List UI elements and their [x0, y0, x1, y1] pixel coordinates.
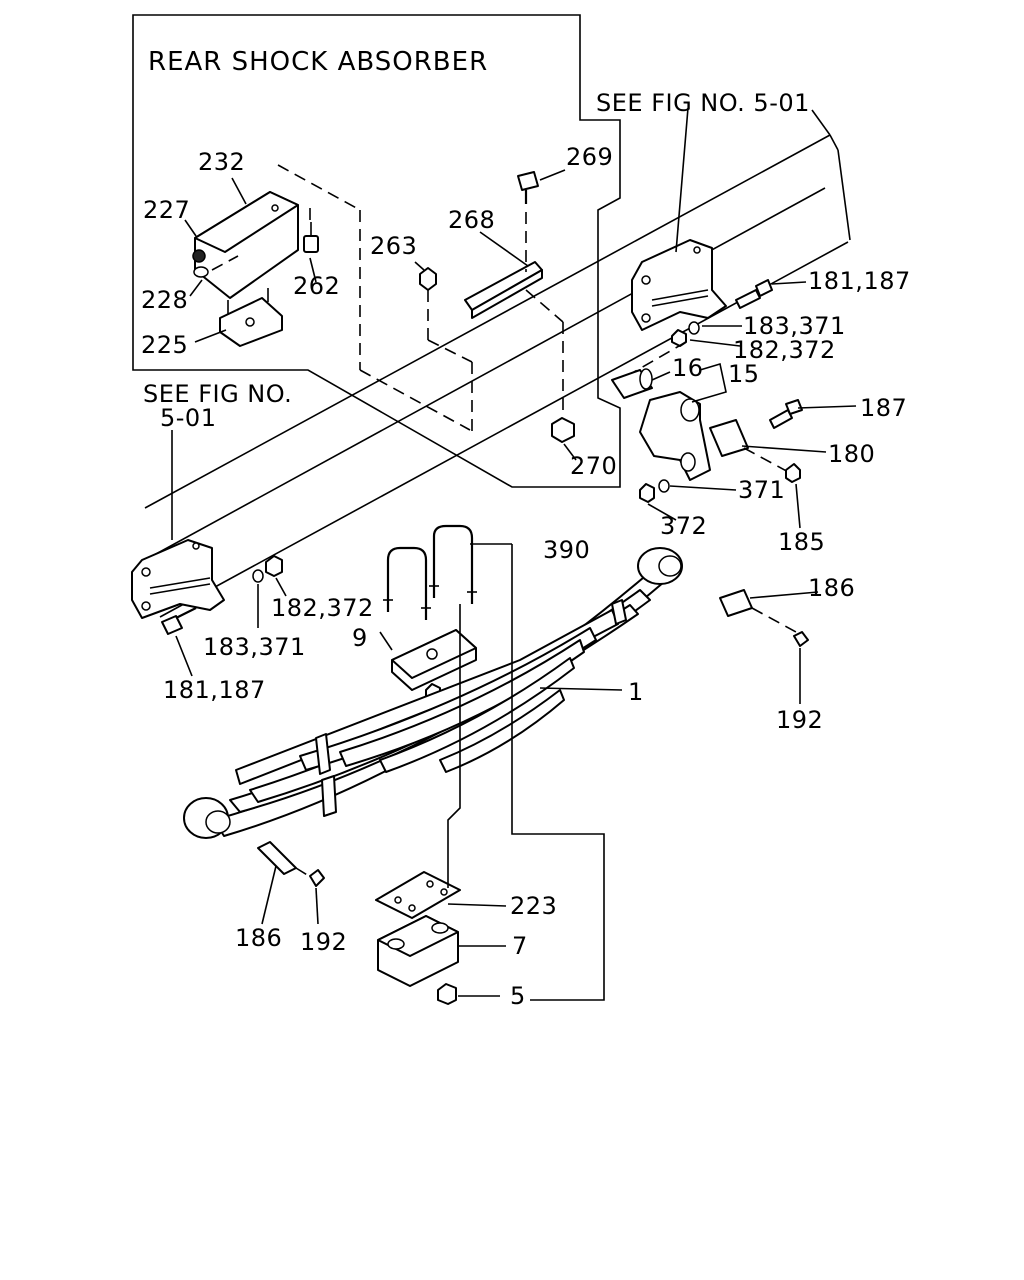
callout-180: 180: [828, 440, 875, 468]
nut-185: [785, 463, 801, 483]
leader-lines: [171, 107, 857, 1001]
left-spring-hanger: [131, 539, 225, 619]
nut-270: [551, 417, 575, 443]
callout-9: 9: [352, 624, 368, 652]
bolt-181-187-right: [735, 279, 773, 309]
callout-232: 232: [198, 148, 245, 176]
frame-rail: [144, 109, 851, 618]
callout-390: 390: [543, 536, 590, 564]
bolt-192-right: [793, 631, 809, 647]
nut-372: [639, 483, 655, 503]
callout-5: 5: [510, 982, 526, 1010]
callout-16: 16: [672, 354, 704, 382]
washer-183-371-left: [252, 569, 264, 583]
pin-180: [709, 419, 749, 457]
callout-270: 270: [570, 452, 617, 480]
callout-183-371-left: 183,371: [203, 633, 306, 661]
nut-5: [437, 983, 457, 1005]
washer-371: [658, 479, 670, 493]
pin-186-left: [257, 841, 297, 875]
leaf-spring-1: [183, 547, 683, 839]
pin-186-right: [719, 589, 753, 617]
see-fig-right: SEE FIG NO. 5-01: [596, 89, 810, 117]
callout-223: 223: [510, 892, 557, 920]
bushing-16: [611, 368, 653, 399]
bolt-181-187-left: [161, 607, 197, 635]
callout-269: 269: [566, 143, 613, 171]
callout-181-187-left: 181,187: [163, 676, 266, 704]
callout-372: 372: [660, 512, 707, 540]
callout-182-372-right: 182,372: [733, 336, 836, 364]
washer-183-371-right: [688, 321, 700, 335]
spring-seat-9: [391, 629, 477, 691]
bumper-7: [377, 915, 459, 987]
lower-shock-mount: [219, 288, 283, 347]
callout-181-187-right: 181,187: [808, 267, 911, 295]
callout-182-372-left: 182,372: [271, 594, 374, 622]
plate-223: [375, 871, 461, 919]
callout-225: 225: [141, 331, 188, 359]
right-spring-hanger: [631, 239, 727, 331]
shackle-15: [639, 391, 711, 481]
callout-263: 263: [370, 232, 417, 260]
bolt-187: [769, 399, 803, 429]
bolt-192-left: [309, 869, 325, 887]
callout-192-left: 192: [300, 928, 347, 956]
callout-228: 228: [141, 286, 188, 314]
callout-183-371-right: 183,371: [743, 312, 846, 340]
see-fig-left-line1: SEE FIG NO.: [143, 380, 292, 408]
bracket-268: [464, 261, 543, 319]
bolt-269: [517, 171, 539, 204]
callout-7: 7: [512, 932, 528, 960]
upper-shock-bracket: [192, 191, 299, 299]
inset-boundary: [132, 14, 621, 488]
bolt-262: [303, 222, 319, 253]
nut-182-372-left: [265, 555, 283, 577]
callout-268: 268: [448, 206, 495, 234]
callout-371: 371: [738, 476, 785, 504]
u-bolts-390: [383, 524, 477, 620]
callout-192-right: 192: [776, 706, 823, 734]
callout-262: 262: [293, 272, 340, 300]
callout-187: 187: [860, 394, 907, 422]
callout-186-left: 186: [235, 924, 282, 952]
callout-1: 1: [628, 678, 644, 706]
callout-185: 185: [778, 528, 825, 556]
see-fig-left-line2: 5-01: [160, 404, 216, 432]
callout-15: 15: [728, 360, 760, 388]
inset-title: REAR SHOCK ABSORBER: [148, 47, 488, 77]
nut-263: [419, 267, 437, 291]
callout-186-right: 186: [808, 574, 855, 602]
callout-227: 227: [143, 196, 190, 224]
